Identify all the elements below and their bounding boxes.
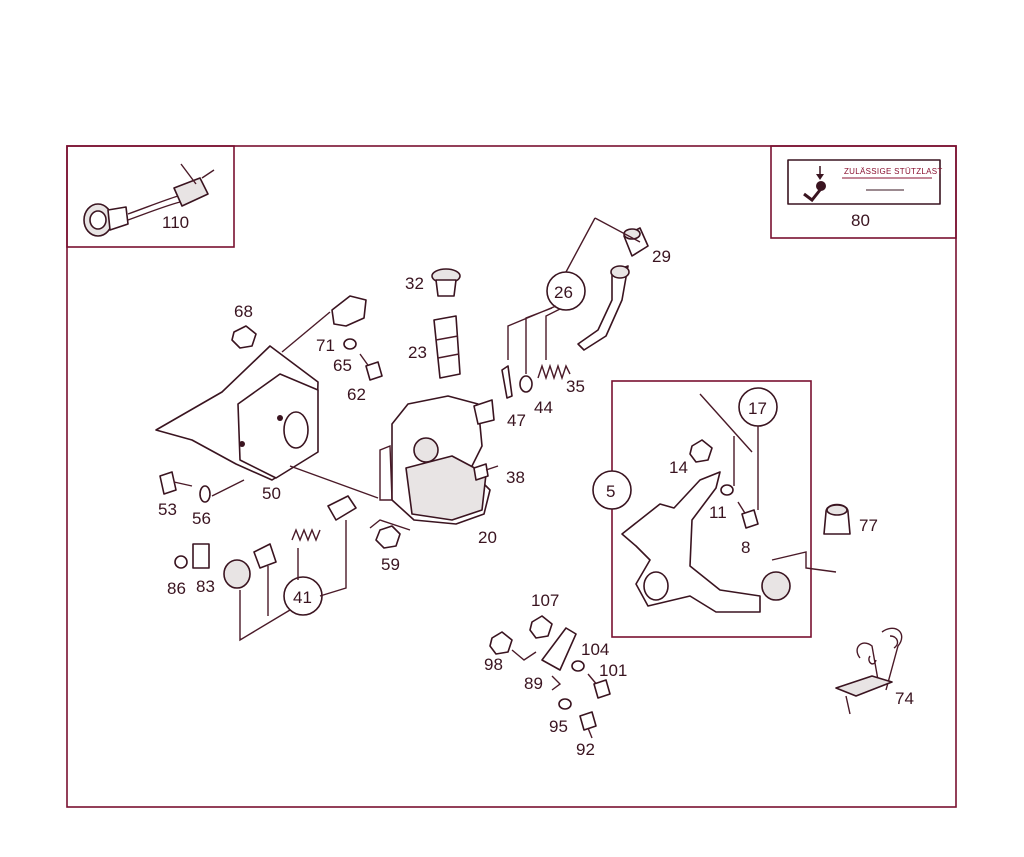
- inset-frame-80: [770, 145, 957, 239]
- label-101: 101: [599, 661, 627, 680]
- label-89: 89: [524, 674, 543, 693]
- part-38-bolt: [473, 463, 499, 481]
- part-107-nut: [529, 615, 553, 639]
- leader-71: [281, 311, 331, 353]
- part-50-bracket: [155, 345, 319, 481]
- label-68: 68: [234, 302, 253, 321]
- label-83: 83: [196, 577, 215, 596]
- leader-17: [699, 393, 759, 510]
- part-14-nut: [689, 439, 713, 463]
- part-20-coupling-head: [379, 395, 495, 525]
- label-38: 38: [506, 468, 525, 487]
- leader-50-to-20: [289, 465, 379, 499]
- label-20: 20: [478, 528, 497, 547]
- callout-26: [546, 271, 586, 311]
- part-8-bolt: [737, 501, 759, 529]
- leader-26: [507, 305, 561, 374]
- label-23: 23: [408, 343, 427, 362]
- label-92: 92: [576, 740, 595, 759]
- part-62-bolt: [359, 353, 383, 381]
- label-74: 74: [895, 689, 914, 708]
- part-26-lever: [577, 265, 630, 351]
- part-41-kit: [223, 495, 357, 589]
- label-71: 71: [316, 336, 335, 355]
- label-53: 53: [158, 500, 177, 519]
- label-14: 14: [669, 458, 688, 477]
- part-11-washer: [720, 484, 734, 496]
- leader-89: [551, 675, 562, 691]
- label-47: 47: [507, 411, 526, 430]
- leader-59: [369, 519, 411, 531]
- label-17: 17: [748, 399, 767, 418]
- label-35: 35: [566, 377, 585, 396]
- inset-frame-110: [66, 145, 235, 248]
- label-26: 26: [554, 283, 573, 302]
- part-74-socket-holder: [835, 627, 903, 715]
- label-77: 77: [859, 516, 878, 535]
- label-29: 29: [652, 247, 671, 266]
- label-65: 65: [333, 356, 352, 375]
- sticker-title: ZULÄSSIGE STÜTZLAST: [844, 167, 943, 176]
- part-95-washer: [558, 698, 572, 710]
- leader-56: [211, 479, 245, 497]
- part-29-cap: [623, 227, 649, 257]
- label-98: 98: [484, 655, 503, 674]
- part-35-spring: [537, 363, 571, 381]
- label-104: 104: [581, 640, 609, 659]
- label-86: 86: [167, 579, 186, 598]
- part-92-bolt: [579, 711, 597, 739]
- part-59-nut: [375, 525, 401, 549]
- part-23-sleeve: [433, 315, 461, 379]
- part-47-split-pin: [501, 365, 513, 399]
- label-5: 5: [606, 482, 615, 501]
- diagram-frame: [66, 145, 957, 808]
- part-32-knob: [431, 268, 461, 297]
- part-89-plate: [541, 627, 577, 671]
- part-86-rivet: [174, 555, 188, 569]
- part-104-washer: [571, 660, 585, 672]
- part-5-tow-ball-assembly: [621, 471, 791, 613]
- part-56-washer: [199, 485, 211, 503]
- leader-77: [771, 551, 837, 573]
- label-110: 110: [162, 213, 189, 232]
- part-110-cable-plug: [83, 163, 215, 237]
- part-53-bolt: [159, 471, 193, 495]
- label-95: 95: [549, 717, 568, 736]
- part-44-washer: [519, 375, 533, 393]
- part-71-clip: [331, 295, 367, 327]
- leader-98: [511, 649, 537, 661]
- leader-41: [239, 520, 347, 642]
- label-107: 107: [531, 591, 559, 610]
- label-59: 59: [381, 555, 400, 574]
- label-44: 44: [534, 398, 553, 417]
- label-80: 80: [851, 211, 870, 230]
- part-77-cap: [823, 503, 851, 535]
- label-8: 8: [741, 538, 750, 557]
- part-101-bolt: [587, 673, 611, 699]
- part-98-nut: [489, 631, 513, 655]
- label-56: 56: [192, 509, 211, 528]
- leader-29: [565, 217, 641, 273]
- part-80-sticker: [787, 159, 941, 205]
- label-50: 50: [262, 484, 281, 503]
- callout-5: [592, 470, 632, 510]
- part-68-nut: [231, 325, 257, 349]
- label-41: 41: [293, 588, 312, 607]
- part-83-plate: [192, 543, 210, 569]
- label-32: 32: [405, 274, 424, 293]
- label-11: 11: [709, 503, 727, 522]
- label-62: 62: [347, 385, 366, 404]
- part-65-washer: [343, 338, 357, 350]
